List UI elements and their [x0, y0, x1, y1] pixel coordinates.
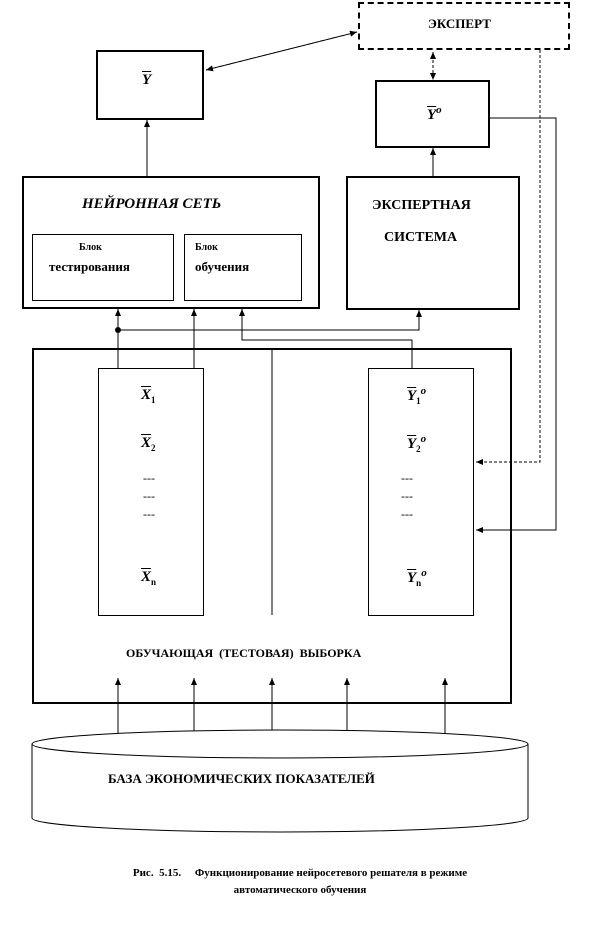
neural-network-box: НЕЙРОННАЯ СЕТЬ Блок тестирования Блок об… — [22, 176, 320, 309]
db-body — [31, 744, 529, 833]
training-sample-box: ОБУЧАЮЩАЯ (ТЕСТОВАЯ) ВЫБОРКА — [32, 348, 512, 704]
figure-caption-line2: автоматического обучения — [233, 884, 367, 896]
training-sample-label: ОБУЧАЮЩАЯ (ТЕСТОВАЯ) ВЫБОРКА — [126, 646, 362, 660]
testing-block: Блок тестирования — [32, 234, 174, 301]
y-column: Y1o Y2o --- --- --- Yno — [368, 368, 474, 616]
database-label: БАЗА ЭКОНОМИЧЕСКИХ ПОКАЗАТЕЛЕЙ — [108, 771, 375, 786]
testing-block-line1: Блок — [79, 242, 102, 253]
expert-box: ЭКСПЕРТ — [358, 2, 570, 50]
y-expert-label: Yo — [427, 104, 442, 123]
y-item: Y2o — [407, 433, 427, 454]
y-item: Yno — [407, 567, 427, 588]
arrow-y-to-expert — [205, 30, 358, 71]
x-dots: --- — [143, 489, 155, 503]
db-top — [31, 729, 529, 759]
dashed-expert-to-y2 — [476, 50, 541, 465]
x-item: X1 — [141, 387, 156, 405]
y-output-label: Y — [142, 72, 152, 88]
x-dots: --- — [143, 507, 155, 521]
learning-block-line2: обучения — [195, 259, 250, 274]
line-junction-to-es — [118, 310, 422, 331]
figure-caption-line1: Рис. 5.15. Функционирование нейросетевог… — [132, 867, 468, 879]
neural-network-title: НЕЙРОННАЯ СЕТЬ — [82, 196, 222, 212]
line-y1-to-learning — [239, 309, 413, 368]
x-item: X2 — [141, 435, 156, 453]
y-dots: --- — [401, 489, 413, 503]
db-arrows — [115, 678, 448, 734]
x-item: Xn — [141, 569, 157, 587]
expert-system-line1: ЭКСПЕРТНАЯ — [372, 198, 471, 213]
y-output-box: Y — [96, 50, 204, 120]
expert-system-box: ЭКСПЕРТНАЯ СИСТЕМА — [346, 176, 520, 310]
learning-block-line1: Блок — [195, 242, 218, 253]
x-dots: --- — [143, 471, 155, 485]
expert-system-line2: СИСТЕМА — [384, 230, 458, 245]
y-expert-box: Yo — [375, 80, 490, 148]
x-column: X1 X2 --- --- --- Xn — [98, 368, 204, 616]
testing-block-line2: тестирования — [49, 259, 130, 274]
line-yo-to-sample — [476, 117, 557, 533]
y-item: Y1o — [407, 385, 427, 406]
expert-label: ЭКСПЕРТ — [428, 16, 491, 31]
y-dots: --- — [401, 471, 413, 485]
database-cylinder — [31, 729, 529, 833]
y-dots: --- — [401, 507, 413, 521]
learning-block: Блок обучения — [184, 234, 302, 301]
